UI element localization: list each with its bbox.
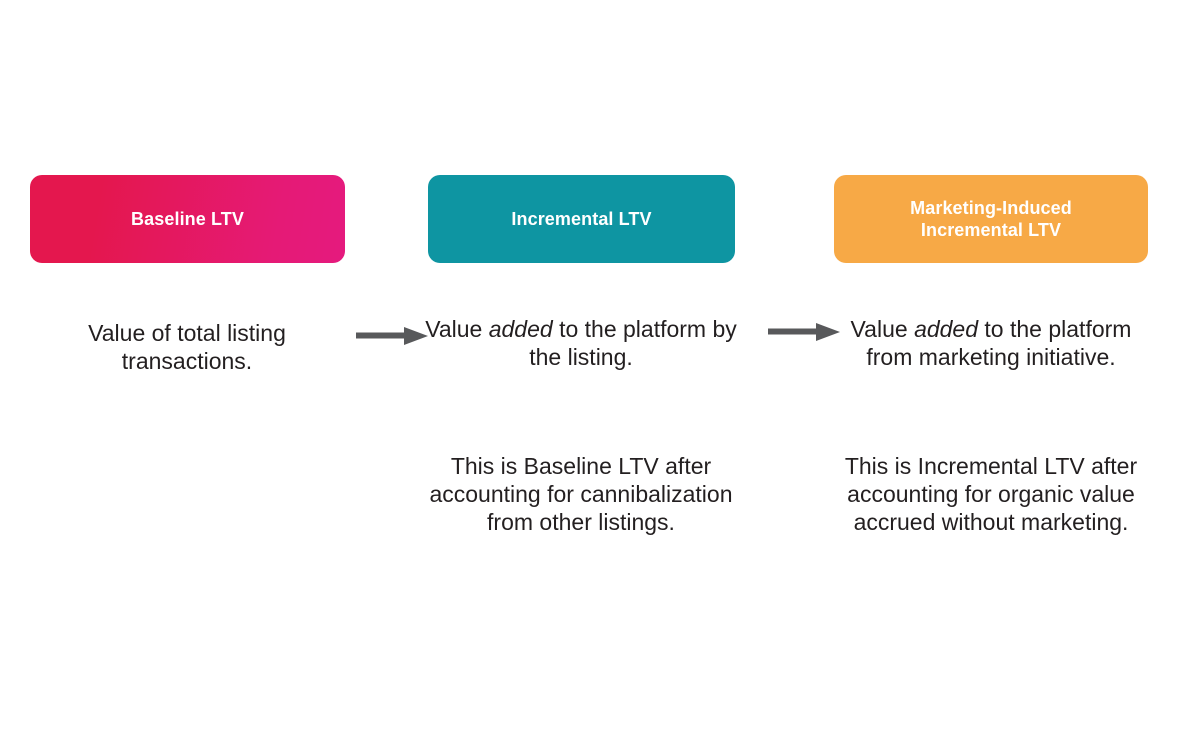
description-marketing-primary-text: Value added to the platform from marketi… <box>830 315 1152 371</box>
description-incremental-primary: Value added to the platform by the listi… <box>424 315 738 371</box>
box-baseline-ltv-label: Baseline LTV <box>131 208 244 229</box>
arrow-right-icon <box>768 321 842 348</box>
text-lead: Value <box>425 316 489 342</box>
box-incremental-ltv-label: Incremental LTV <box>511 208 652 229</box>
description-incremental-secondary: This is Baseline LTV after accounting fo… <box>424 452 738 536</box>
description-marketing-primary: Value added to the platform from marketi… <box>830 315 1152 371</box>
text-tail: to the platform from marketing initiativ… <box>866 316 1132 371</box>
text-emphasis: added <box>488 316 553 342</box>
text-tail: to the platform by the listing. <box>529 316 737 371</box>
description-marketing-secondary: This is Incremental LTV after accounting… <box>830 452 1152 536</box>
description-baseline-primary: Value of total listing transactions. <box>22 319 352 375</box>
text-emphasis: added <box>914 316 979 342</box>
description-marketing-secondary-text: This is Incremental LTV after accounting… <box>844 453 1138 536</box>
box-baseline-ltv: Baseline LTV <box>30 175 345 263</box>
box-marketing-label-line-2: Incremental LTV <box>920 220 1062 240</box>
description-baseline-primary-text: Value of total listing transactions. <box>88 320 286 375</box>
arrow-right-icon <box>356 325 430 352</box>
description-incremental-secondary-text: This is Baseline LTV after accounting fo… <box>429 453 733 536</box>
box-incremental-ltv: Incremental LTV <box>428 175 735 263</box>
box-marketing-label-line-1: Marketing-Induced <box>910 197 1072 218</box>
text-lead: Value <box>850 316 915 342</box>
description-incremental-primary-text: Value added to the platform by the listi… <box>424 315 738 371</box>
